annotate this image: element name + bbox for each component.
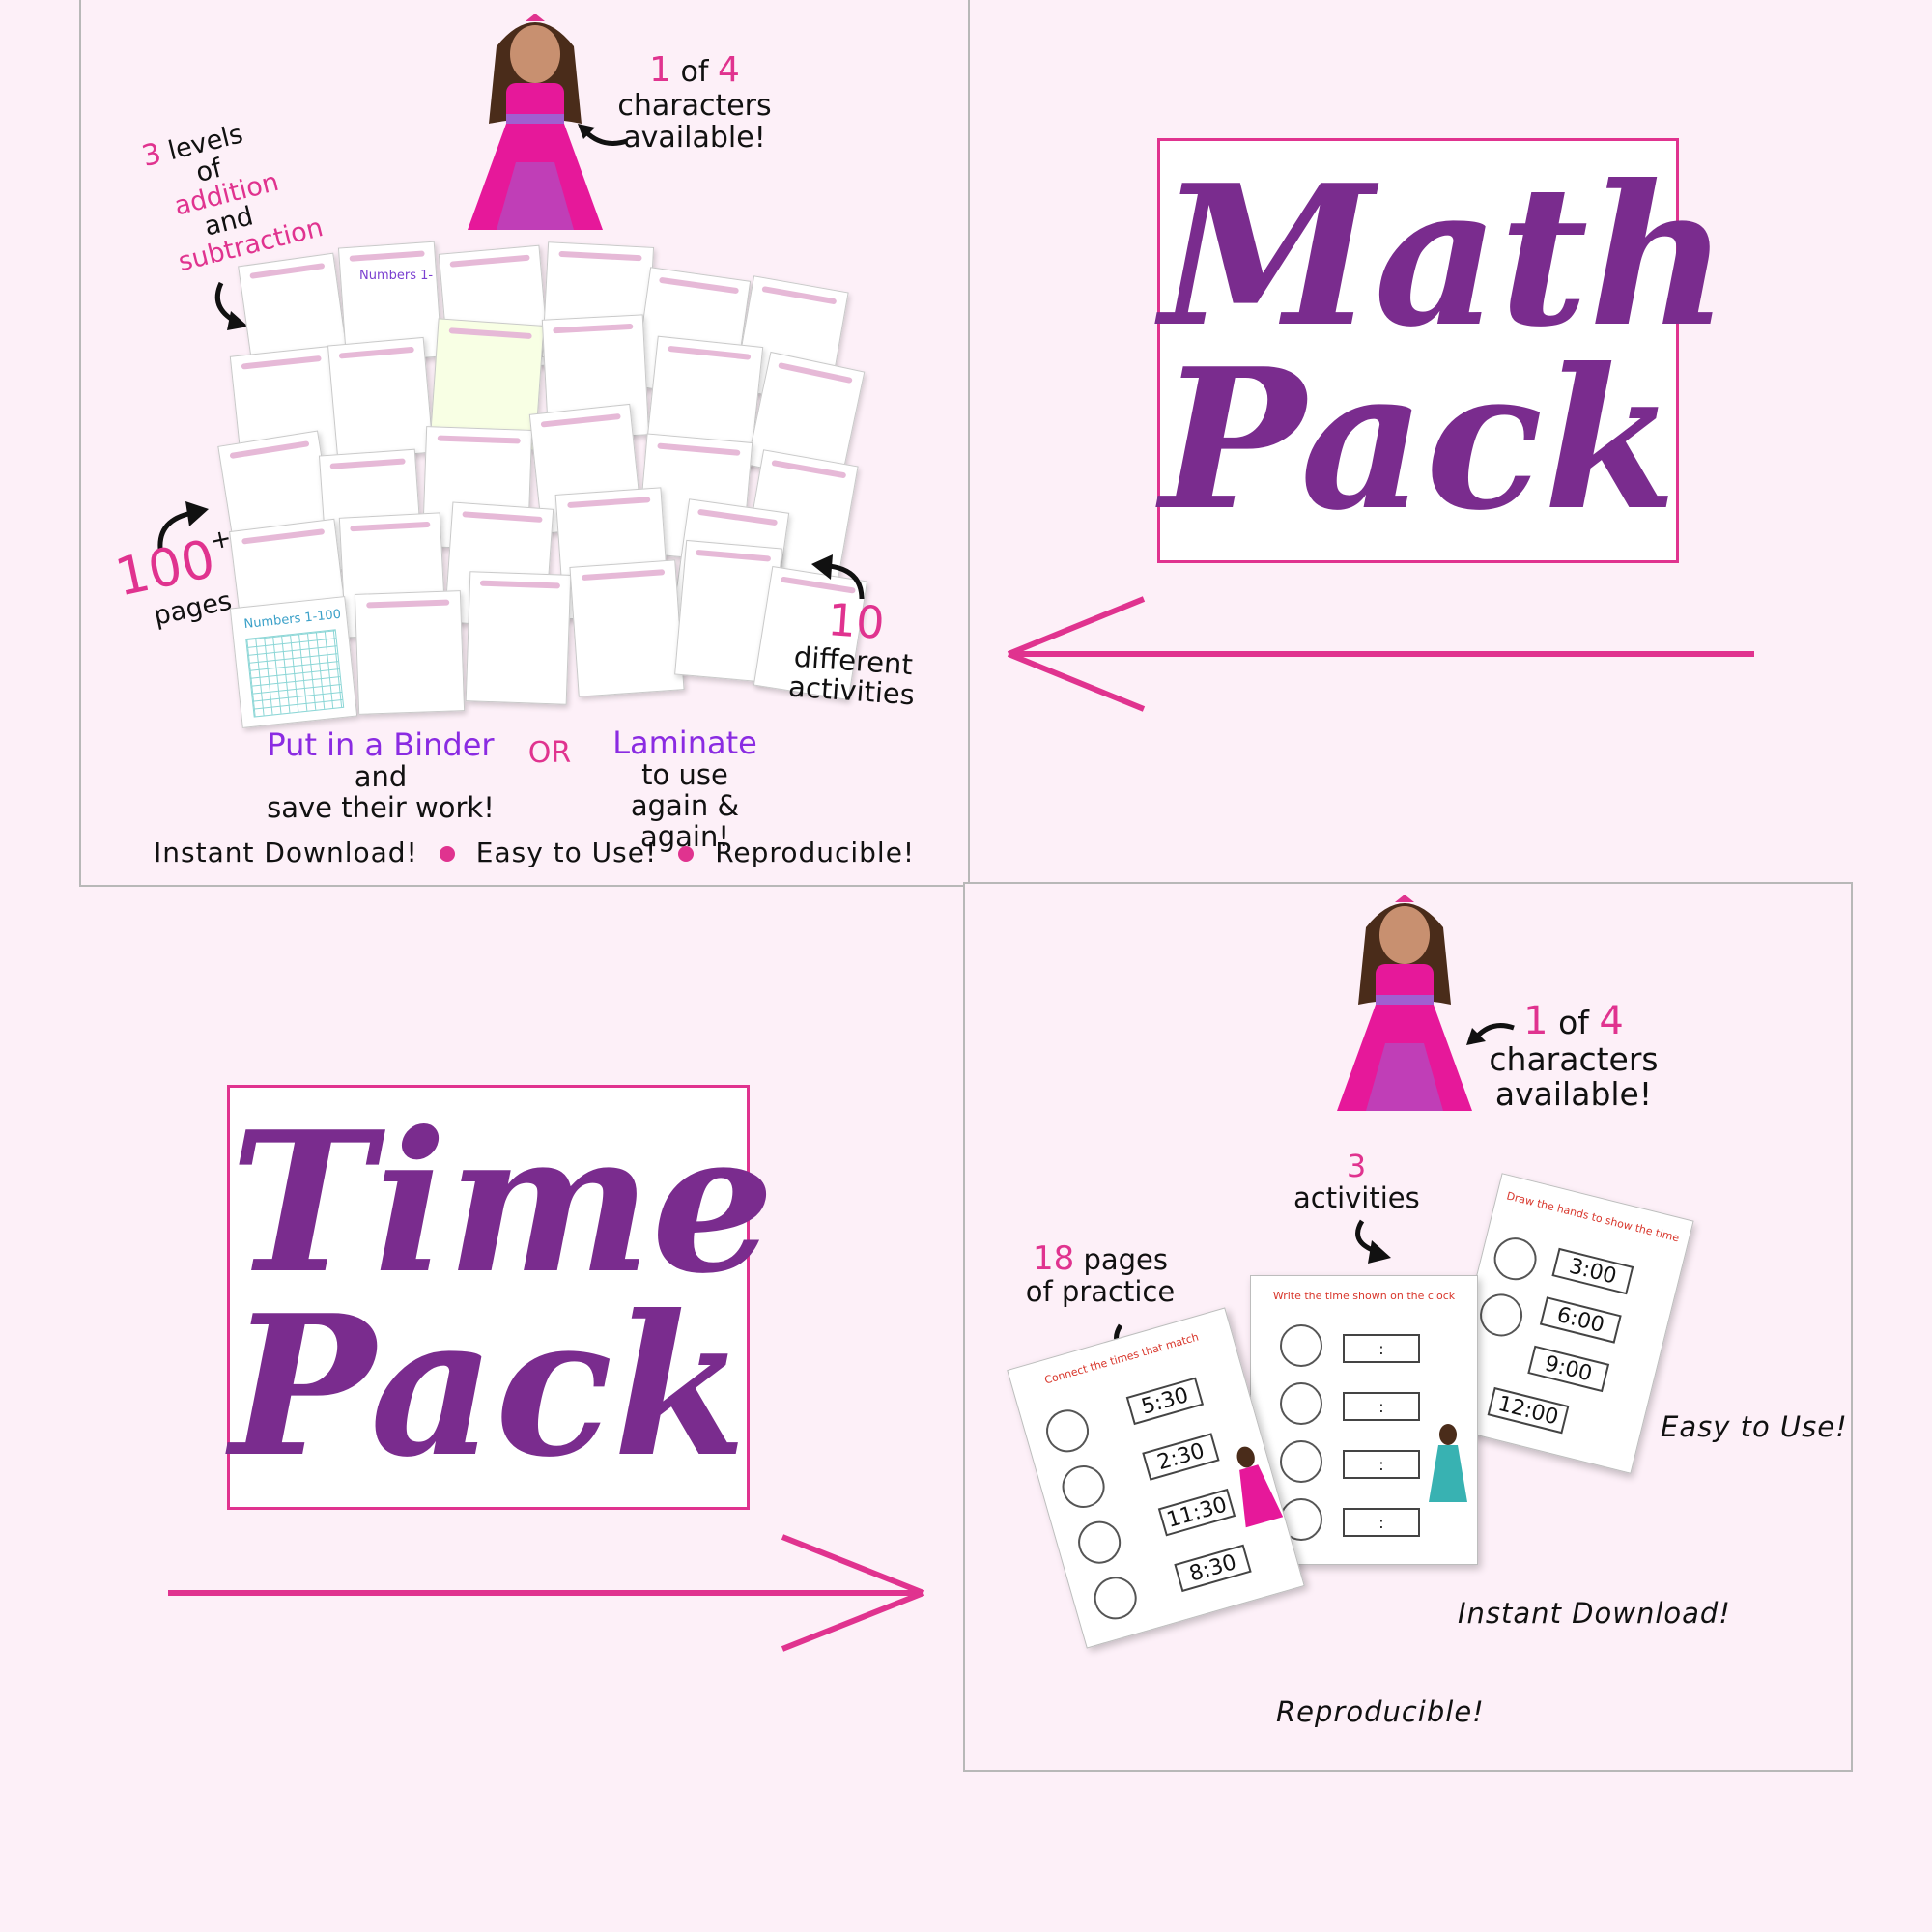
laminate-note: Laminate to use again & again! — [583, 724, 786, 853]
binder-line2: and — [354, 760, 408, 794]
character-count-number: 1 — [1523, 999, 1548, 1043]
pages-count: 18 — [1032, 1239, 1075, 1278]
binder-note: Put in a Binder and save their work! — [265, 726, 497, 825]
number-grid — [245, 629, 345, 718]
princess-character-illustration — [468, 14, 603, 230]
time-value-box: 6:00 — [1539, 1296, 1622, 1344]
math-title-line1: Math — [1160, 143, 1729, 370]
worksheet-collage: Numbers 1-100 Numbers 1- — [216, 241, 873, 728]
math-feature-footer: Instant Download! Easy to Use! Reproducibl… — [154, 837, 926, 868]
math-pack-preview-panel: 1 of 4 characters available! 3 levels of… — [79, 0, 970, 887]
math-character-note: 1 of 4 characters available! — [608, 51, 781, 154]
character-of-word: of — [1558, 1004, 1589, 1041]
available-word: available! — [623, 120, 766, 155]
time-worksheet-connect-times: Connect the times that match 5:30 2:30 1… — [1007, 1307, 1305, 1649]
easy-to-use-label: Easy to Use! — [1661, 1410, 1848, 1443]
activities-count: 3 — [1346, 1148, 1367, 1184]
time-pack-title-box: Time Pack — [227, 1085, 775, 1510]
or-label: OR — [527, 736, 572, 770]
curved-arrow-icon — [1466, 1023, 1515, 1045]
worksheet-thumbnail — [354, 590, 466, 715]
instant-download-label: Instant Download! — [1458, 1597, 1731, 1630]
pages-plus: + — [207, 524, 235, 556]
footer-instant-download: Instant Download! — [154, 837, 418, 868]
left-arrow-icon — [1007, 596, 1754, 712]
time-value-box: 3:00 — [1551, 1247, 1634, 1295]
footer-reproducible: Reproducible! — [715, 837, 916, 868]
activities-note: 10 different activities — [787, 593, 921, 712]
time-value-box: 9:00 — [1527, 1345, 1610, 1393]
worksheet-title: Write the time shown on the clock — [1272, 1290, 1456, 1302]
time-title-line1: Time — [230, 1090, 775, 1317]
time-pack-preview-panel: 1 of 4 characters available! 3 activitie… — [963, 882, 1853, 1772]
time-pages-note: 18 pages of practice — [1009, 1239, 1192, 1309]
worksheet-thumbnail — [569, 559, 685, 697]
bullet-dot — [439, 846, 455, 862]
clock-face-icon — [1040, 1405, 1094, 1458]
curved-arrow-icon — [214, 281, 248, 330]
princess-character-illustration — [1429, 1424, 1467, 1502]
character-count-number: 1 — [649, 50, 671, 90]
math-title-line2: Pack — [1160, 327, 1677, 554]
character-total-number: 4 — [718, 50, 740, 90]
character-of-word: of — [680, 55, 709, 89]
clock-face-icon — [1280, 1382, 1322, 1425]
clock-face-icon — [1280, 1324, 1322, 1367]
clock-face-icon — [1089, 1572, 1142, 1625]
pages-word: pages — [1083, 1243, 1169, 1276]
worksheet-thumbnail — [465, 571, 572, 705]
time-blank-box: : — [1343, 1508, 1420, 1537]
clock-face-icon — [1072, 1516, 1126, 1569]
curved-arrow-icon — [578, 124, 628, 146]
activities-word: activities — [1293, 1181, 1420, 1215]
binder-line3: save their work! — [267, 791, 495, 825]
worksheet-title: Draw the hands to show the time — [1505, 1189, 1681, 1245]
laminate-line2: to use — [641, 758, 728, 792]
time-value-box: 5:30 — [1125, 1377, 1205, 1426]
time-title-line2: Pack — [230, 1273, 747, 1500]
worksheet-thumbnail — [327, 336, 435, 462]
math-pack-title-box: Math Pack — [1157, 138, 1729, 563]
time-character-note: 1 of 4 characters available! — [1477, 1000, 1670, 1113]
time-activities-note: 3 activities — [1293, 1148, 1420, 1215]
time-blank-box: : — [1343, 1334, 1420, 1363]
time-value-box: 8:30 — [1174, 1544, 1252, 1593]
time-blank-box: : — [1343, 1392, 1420, 1421]
binder-title: Put in a Binder — [267, 726, 495, 763]
of-practice-word: of practice — [1025, 1275, 1176, 1309]
curved-arrow-icon — [811, 554, 865, 600]
characters-word: characters — [617, 88, 772, 123]
clock-face-icon — [1280, 1440, 1322, 1483]
character-total-number: 4 — [1599, 999, 1624, 1043]
characters-word: characters — [1489, 1040, 1659, 1078]
curved-arrow-icon — [157, 501, 209, 550]
time-value-box: 11:30 — [1157, 1488, 1236, 1537]
footer-easy-to-use: Easy to Use! — [475, 837, 658, 868]
princess-character-illustration — [1337, 895, 1472, 1111]
princess-character-illustration — [1236, 1446, 1284, 1528]
levels-count: 3 — [138, 136, 165, 175]
available-word: available! — [1494, 1075, 1653, 1114]
clock-face-icon — [1475, 1289, 1527, 1342]
clock-face-icon — [1489, 1233, 1542, 1285]
bullet-dot — [678, 846, 695, 862]
right-arrow-icon — [168, 1534, 925, 1652]
time-blank-box: : — [1343, 1450, 1420, 1479]
time-value-box: 12:00 — [1487, 1386, 1570, 1435]
clock-face-icon — [1057, 1460, 1110, 1514]
time-value-box: 2:30 — [1142, 1433, 1220, 1481]
curved-arrow-icon — [1355, 1219, 1391, 1264]
time-worksheet-write-time: Write the time shown on the clock : : : … — [1250, 1275, 1478, 1565]
laminate-title: Laminate — [612, 724, 757, 761]
reproducible-label: Reproducible! — [1276, 1695, 1485, 1728]
numbers-sheet-partial-label: Numbers 1- — [359, 269, 434, 283]
